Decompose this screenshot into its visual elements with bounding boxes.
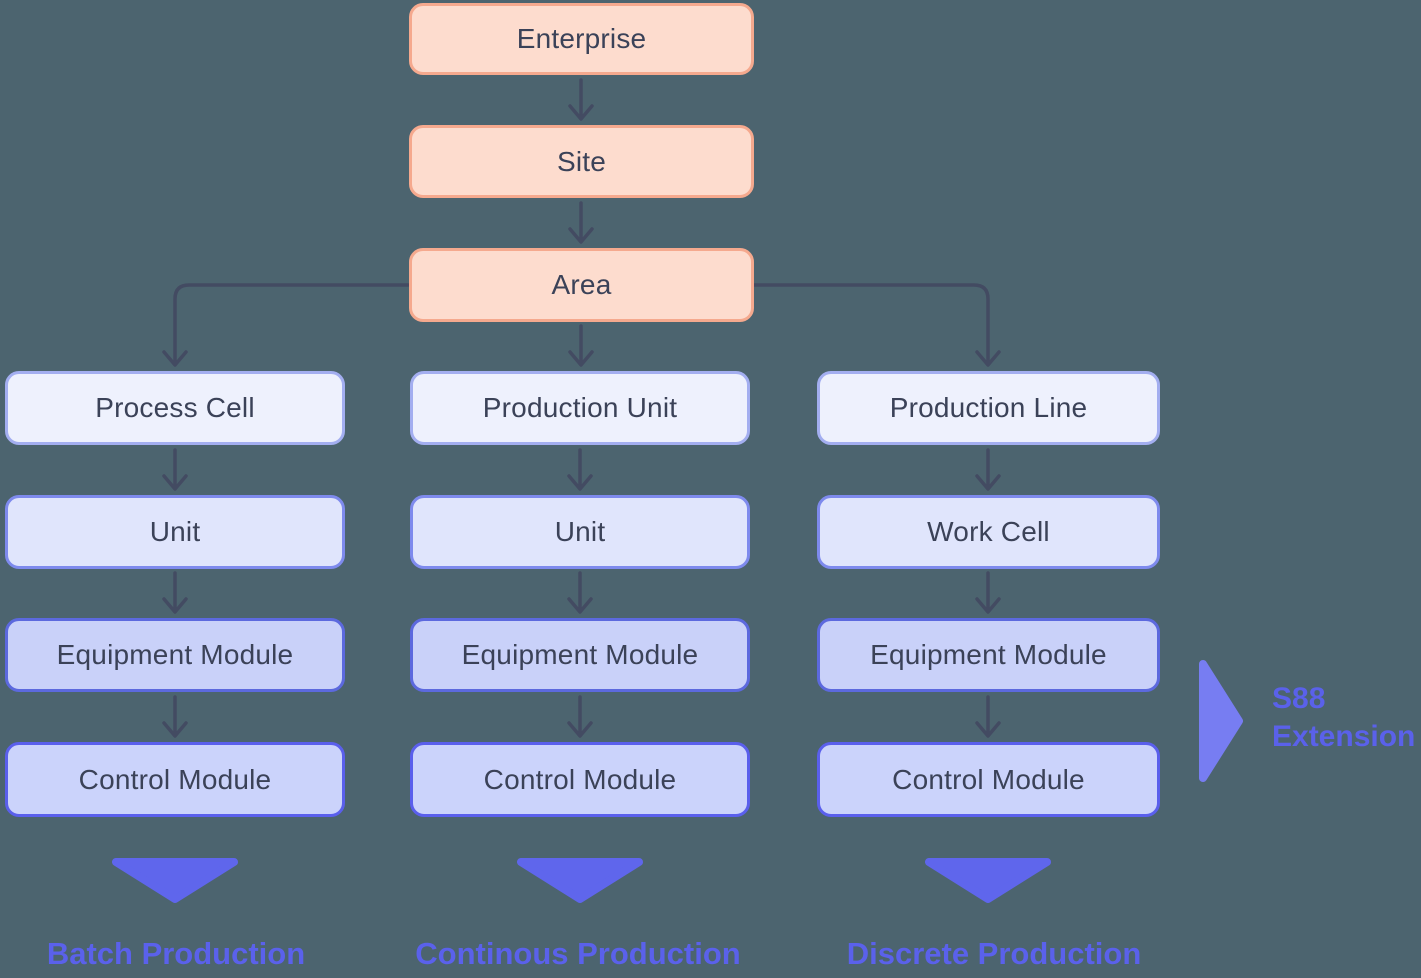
- box-equipment-module-continuous: Equipment Module: [410, 618, 750, 692]
- arrow-production-line-to-work-cell-icon: [975, 448, 1001, 491]
- site-label: Site: [556, 145, 607, 177]
- equipment-module-continuous-label: Equipment Module: [461, 639, 699, 670]
- connector-area-to-process-cell-icon: [162, 283, 410, 367]
- unit-batch-label: Unit: [149, 516, 201, 547]
- area-label: Area: [551, 269, 612, 300]
- equipment-module-discrete-label: Equipment Module: [870, 639, 1107, 670]
- production-unit-label: Production Unit: [482, 392, 678, 423]
- batch-production-label: Batch Production: [46, 936, 306, 971]
- box-enterprise: Enterprise: [409, 3, 754, 75]
- control-module-batch-label: Control Module: [78, 763, 272, 795]
- control-module-continuous-label: Control Module: [483, 763, 677, 795]
- production-line-label: Production Line: [889, 392, 1088, 423]
- box-production-line: Production Line: [817, 371, 1160, 445]
- batch-down-triangle-icon: [112, 858, 238, 903]
- s88-extension-label: S88 Extension: [1272, 680, 1415, 755]
- box-control-module-continuous: Control Module: [410, 742, 750, 817]
- arrow-production-unit-to-unit-icon: [567, 448, 593, 491]
- box-production-unit: Production Unit: [410, 371, 750, 445]
- arrow-unit-to-equipment-module-1-icon: [162, 571, 188, 614]
- discrete-down-triangle-icon: [925, 858, 1051, 903]
- continuous-production-label: Continous Production: [415, 936, 741, 971]
- box-unit-batch: Unit: [5, 495, 345, 569]
- box-control-module-batch: Control Module: [5, 742, 345, 817]
- arrow-work-cell-to-equipment-module-icon: [975, 571, 1001, 614]
- equipment-module-batch-label: Equipment Module: [56, 639, 294, 670]
- box-equipment-module-batch: Equipment Module: [5, 618, 345, 692]
- box-control-module-discrete: Control Module: [817, 742, 1160, 817]
- continuous-down-triangle-icon: [517, 858, 643, 903]
- arrow-equipment-to-control-module-1-icon: [162, 695, 188, 738]
- arrow-enterprise-to-site-icon: [568, 78, 594, 121]
- s88-extension-line1: S88: [1272, 682, 1326, 715]
- s88-extension-arrow-icon: [1199, 660, 1243, 782]
- arrow-site-to-area-icon: [568, 201, 594, 244]
- box-area: Area: [409, 248, 754, 322]
- arrow-process-cell-to-unit-icon: [162, 448, 188, 491]
- box-process-cell: Process Cell: [5, 371, 345, 445]
- connector-area-to-production-line-icon: [752, 283, 1001, 367]
- arrow-equipment-to-control-module-2-icon: [567, 695, 593, 738]
- box-work-cell: Work Cell: [817, 495, 1160, 569]
- box-site: Site: [409, 125, 754, 198]
- box-unit-continuous: Unit: [410, 495, 750, 569]
- control-module-discrete-label: Control Module: [892, 763, 1085, 795]
- enterprise-label: Enterprise: [516, 23, 647, 54]
- s88-extension-line2: Extension: [1272, 719, 1416, 753]
- process-cell-label: Process Cell: [95, 392, 255, 423]
- work-cell-label: Work Cell: [927, 516, 1050, 547]
- arrow-unit-to-equipment-module-2-icon: [567, 571, 593, 614]
- arrow-equipment-to-control-module-3-icon: [975, 695, 1001, 738]
- unit-continuous-label: Unit: [554, 516, 606, 547]
- box-equipment-module-discrete: Equipment Module: [817, 618, 1160, 692]
- arrow-area-to-production-unit-icon: [568, 324, 594, 367]
- discrete-production-label: Discrete Production: [846, 936, 1142, 971]
